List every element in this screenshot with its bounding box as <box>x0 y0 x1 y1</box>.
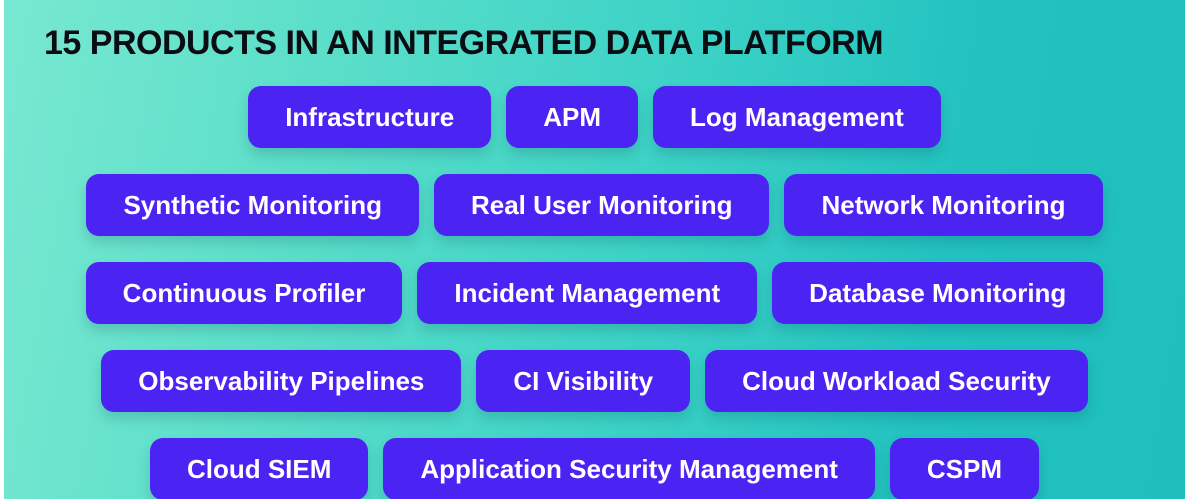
product-row-3: Continuous Profiler Incident Management … <box>4 262 1185 324</box>
product-pill-infrastructure: Infrastructure <box>248 86 492 148</box>
product-row-2: Synthetic Monitoring Real User Monitorin… <box>4 174 1185 236</box>
product-pill-application-security-management: Application Security Management <box>383 438 875 499</box>
product-pill-ci-visibility: CI Visibility <box>476 350 691 412</box>
product-pill-cloud-workload-security: Cloud Workload Security <box>705 350 1088 412</box>
product-pill-network-monitoring: Network Monitoring <box>784 174 1103 236</box>
product-pill-synthetic-monitoring: Synthetic Monitoring <box>86 174 419 236</box>
product-pill-real-user-monitoring: Real User Monitoring <box>433 174 770 236</box>
platform-infographic: 15 PRODUCTS IN AN INTEGRATED DATA PLATFO… <box>4 0 1185 499</box>
product-pill-apm: APM <box>506 86 639 148</box>
product-pill-continuous-profiler: Continuous Profiler <box>85 262 403 324</box>
product-pill-log-management: Log Management <box>653 86 941 148</box>
page-title: 15 PRODUCTS IN AN INTEGRATED DATA PLATFO… <box>44 24 884 62</box>
product-row-1: Infrastructure APM Log Management <box>4 86 1185 148</box>
product-row-4: Observability Pipelines CI Visibility Cl… <box>4 350 1185 412</box>
product-pill-incident-management: Incident Management <box>417 262 758 324</box>
product-grid: Infrastructure APM Log Management Synthe… <box>4 86 1185 499</box>
product-pill-cloud-siem: Cloud SIEM <box>149 438 369 499</box>
product-pill-database-monitoring: Database Monitoring <box>772 262 1104 324</box>
product-row-5: Cloud SIEM Application Security Manageme… <box>4 438 1185 499</box>
product-pill-cspm: CSPM <box>889 438 1040 499</box>
product-pill-observability-pipelines: Observability Pipelines <box>101 350 462 412</box>
